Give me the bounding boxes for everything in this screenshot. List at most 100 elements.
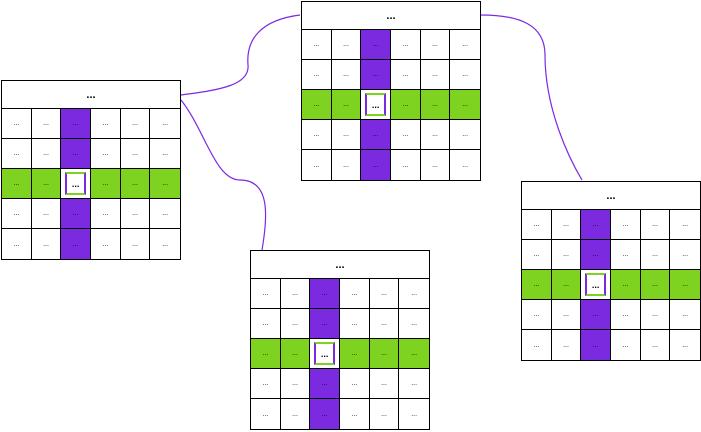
table-cell[interactable]: ... — [551, 240, 582, 270]
table-cell[interactable]: ... — [552, 330, 582, 360]
table-cell-intersection[interactable]: ... — [581, 270, 611, 300]
table-cell-column-highlight[interactable]: ... — [310, 309, 340, 339]
table-cell-row-highlight[interactable]: ... — [2, 169, 32, 199]
table-cell[interactable]: ... — [280, 369, 311, 399]
table-cell[interactable]: ... — [670, 300, 700, 330]
table-cell-row-highlight[interactable]: ... — [369, 339, 400, 369]
table-cell[interactable]: ... — [31, 199, 62, 229]
table-cell-row-highlight[interactable]: ... — [331, 90, 362, 120]
table-cell-column-highlight[interactable]: ... — [361, 120, 391, 150]
table-cell[interactable]: ... — [302, 30, 332, 60]
table-cell[interactable]: ... — [641, 330, 671, 360]
table-cell-row-highlight[interactable]: ... — [31, 169, 62, 199]
table-cell[interactable]: ... — [251, 399, 281, 429]
table-cell[interactable]: ... — [522, 240, 552, 270]
table-cell[interactable]: ... — [420, 120, 451, 150]
table-cell[interactable]: ... — [670, 240, 700, 270]
table-cell[interactable]: ... — [251, 309, 281, 339]
table-cell[interactable]: ... — [640, 300, 671, 330]
table-cell-column-highlight[interactable]: ... — [61, 109, 91, 139]
table-cell[interactable]: ... — [150, 229, 180, 259]
table-cell[interactable]: ... — [2, 229, 32, 259]
table-cell[interactable]: ... — [369, 279, 400, 309]
table-cell-column-highlight[interactable]: ... — [361, 150, 391, 180]
table-cell[interactable]: ... — [390, 30, 421, 60]
table-cell[interactable]: ... — [420, 60, 451, 90]
table-cell-column-highlight[interactable]: ... — [61, 229, 91, 259]
table-cell-column-highlight[interactable]: ... — [361, 60, 391, 90]
table-cell-row-highlight[interactable]: ... — [390, 90, 421, 120]
table-cell[interactable]: ... — [91, 229, 121, 259]
table-cell[interactable]: ... — [391, 150, 421, 180]
table-cell[interactable]: ... — [302, 150, 332, 180]
table-cell-intersection[interactable]: ... — [361, 90, 391, 120]
table-cell-row-highlight[interactable]: ... — [670, 270, 700, 300]
table-bottom[interactable]: ........................................… — [250, 250, 430, 430]
table-cell-column-highlight[interactable]: ... — [310, 279, 340, 309]
table-cell[interactable]: ... — [90, 139, 121, 169]
table-cell[interactable]: ... — [121, 229, 151, 259]
table-cell[interactable]: ... — [420, 30, 451, 60]
table-cell-column-highlight[interactable]: ... — [310, 399, 340, 429]
table-cell[interactable]: ... — [340, 399, 370, 429]
table-cell[interactable]: ... — [522, 210, 552, 240]
table-cell[interactable]: ... — [450, 120, 480, 150]
table-cell[interactable]: ... — [450, 60, 480, 90]
table-cell[interactable]: ... — [32, 229, 62, 259]
table-cell-column-highlight[interactable]: ... — [361, 30, 391, 60]
table-cell[interactable]: ... — [90, 109, 121, 139]
table-cell-intersection[interactable]: ... — [61, 169, 91, 199]
table-cell-row-highlight[interactable]: ... — [522, 270, 552, 300]
table-right[interactable]: ........................................… — [521, 181, 701, 361]
table-cell-row-highlight[interactable]: ... — [399, 339, 429, 369]
table-cell-row-highlight[interactable]: ... — [610, 270, 641, 300]
table-cell[interactable]: ... — [280, 279, 311, 309]
table-cell-column-highlight[interactable]: ... — [581, 330, 611, 360]
table-cell[interactable]: ... — [90, 199, 121, 229]
table-cell-column-highlight[interactable]: ... — [61, 139, 91, 169]
table-cell[interactable]: ... — [150, 139, 180, 169]
table-cell-intersection[interactable]: ... — [310, 339, 340, 369]
table-cell[interactable]: ... — [399, 309, 429, 339]
table-cell[interactable]: ... — [369, 369, 400, 399]
table-cell[interactable]: ... — [450, 150, 480, 180]
table-cell[interactable]: ... — [610, 210, 641, 240]
table-cell-row-highlight[interactable]: ... — [640, 270, 671, 300]
table-cell[interactable]: ... — [2, 139, 32, 169]
table-cell[interactable]: ... — [120, 139, 151, 169]
table-left[interactable]: ........................................… — [1, 80, 181, 260]
table-cell-row-highlight[interactable]: ... — [302, 90, 332, 120]
table-cell[interactable]: ... — [2, 109, 32, 139]
table-cell[interactable]: ... — [522, 300, 552, 330]
table-cell[interactable]: ... — [610, 300, 641, 330]
table-cell-row-highlight[interactable]: ... — [150, 169, 180, 199]
table-cell[interactable]: ... — [450, 30, 480, 60]
table-cell[interactable]: ... — [670, 210, 700, 240]
table-cell-column-highlight[interactable]: ... — [581, 240, 611, 270]
table-cell[interactable]: ... — [370, 399, 400, 429]
table-cell[interactable]: ... — [640, 240, 671, 270]
table-cell[interactable]: ... — [390, 120, 421, 150]
table-cell[interactable]: ... — [331, 60, 362, 90]
table-top[interactable]: ........................................… — [301, 1, 481, 181]
table-cell[interactable]: ... — [31, 139, 62, 169]
table-cell-row-highlight[interactable]: ... — [280, 339, 311, 369]
table-cell[interactable]: ... — [302, 120, 332, 150]
table-cell[interactable]: ... — [302, 60, 332, 90]
table-cell[interactable]: ... — [150, 109, 180, 139]
table-cell-row-highlight[interactable]: ... — [551, 270, 582, 300]
table-cell[interactable]: ... — [610, 240, 641, 270]
table-cell[interactable]: ... — [2, 199, 32, 229]
table-cell[interactable]: ... — [611, 330, 641, 360]
table-cell-row-highlight[interactable]: ... — [251, 339, 281, 369]
table-cell-row-highlight[interactable]: ... — [339, 339, 370, 369]
table-cell-column-highlight[interactable]: ... — [581, 300, 611, 330]
table-cell[interactable]: ... — [251, 279, 281, 309]
table-cell-row-highlight[interactable]: ... — [90, 169, 121, 199]
table-cell[interactable]: ... — [369, 309, 400, 339]
table-cell[interactable]: ... — [31, 109, 62, 139]
table-cell-column-highlight[interactable]: ... — [581, 210, 611, 240]
table-cell[interactable]: ... — [399, 369, 429, 399]
table-cell[interactable]: ... — [120, 199, 151, 229]
table-cell-row-highlight[interactable]: ... — [450, 90, 480, 120]
